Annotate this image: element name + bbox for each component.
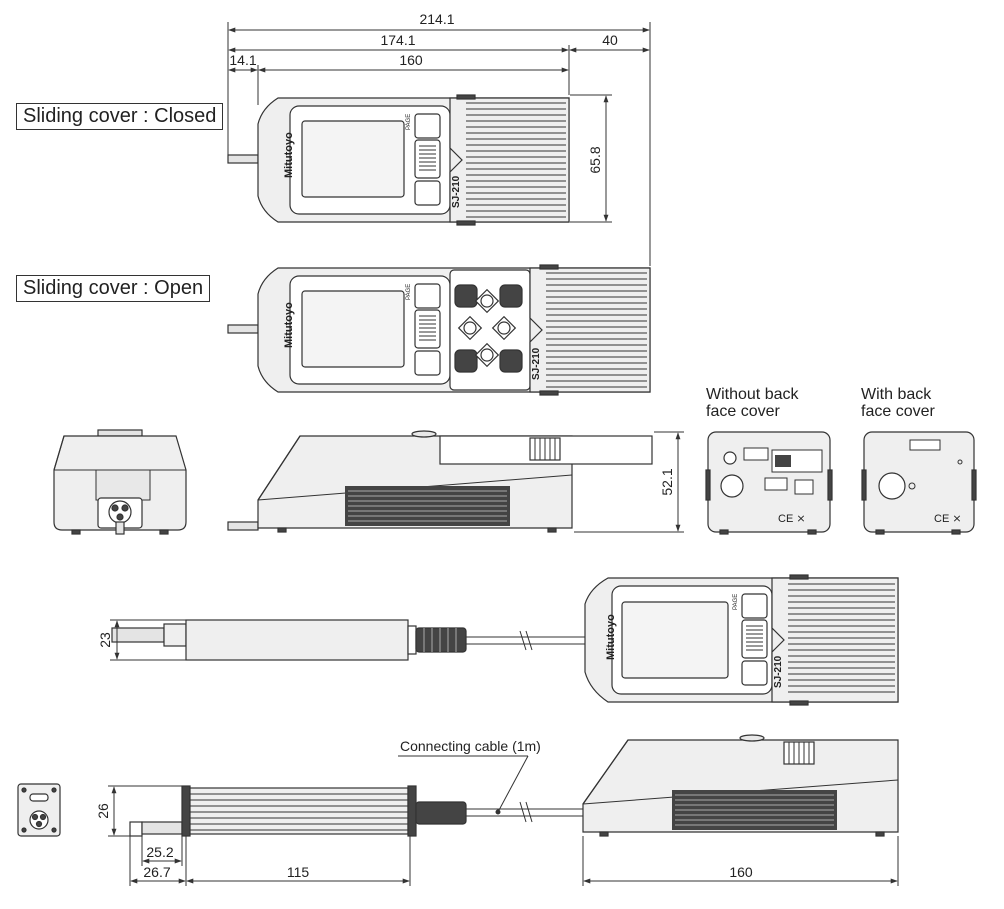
page-label-open: PAGE [406, 284, 412, 300]
dim-body-height-top: 65.8 [587, 146, 603, 173]
back-view-with-cover: CE ⨯ [861, 431, 977, 535]
dim-body-with-stylus: 174.1 [380, 32, 415, 48]
model-label-open: SJ-210 [531, 347, 542, 380]
dim-body-length: 160 [399, 52, 423, 68]
display-unit-side [582, 734, 899, 837]
top-view-open [227, 264, 651, 396]
caption-with-line2: face cover [861, 403, 935, 420]
top-view-closed [227, 94, 570, 226]
dim-overall-width: 214.1 [419, 11, 454, 27]
cable-leader [398, 755, 529, 815]
dim-stylus-tip-1: 25.2 [146, 844, 173, 860]
dim-drive-height-top: 23 [97, 632, 113, 648]
dim-cover-extension: 40 [602, 32, 618, 48]
back-view-without-cover: CE ⨯ [705, 431, 833, 535]
bottom-dimensions [108, 785, 899, 886]
drive-unit-end-view [17, 783, 61, 837]
label-sliding-cover-closed: Sliding cover : Closed [16, 103, 224, 130]
model-label-closed: SJ-210 [451, 175, 462, 208]
label-sliding-cover-open: Sliding cover : Open [16, 275, 211, 302]
page-label-closed: PAGE [406, 114, 412, 130]
dim-bottom-body-length: 160 [729, 864, 753, 880]
drive-unit-top [111, 619, 585, 661]
dim-height-top-lines [570, 94, 612, 223]
caption-without-back-cover: Without back face cover [706, 386, 798, 420]
caption-with-line1: With back [861, 386, 932, 403]
brand-logo-detached: Mitutoyo [605, 614, 617, 660]
dim-drive-length: 115 [287, 864, 310, 880]
dim-stylus-offset: 14.1 [229, 52, 256, 68]
dim-stylus-tip-2: 26.7 [143, 864, 170, 880]
svg-text:CE ⨯: CE ⨯ [934, 513, 962, 525]
model-label-detached: SJ-210 [773, 655, 784, 688]
top-dimensions [227, 22, 651, 266]
svg-text:CE ⨯: CE ⨯ [778, 513, 806, 525]
dim-drive-height-top-lines [110, 619, 186, 661]
drive-unit-side [129, 785, 585, 837]
dim-body-thickness: 52.1 [659, 468, 675, 495]
caption-without-line1: Without back [706, 386, 799, 403]
display-unit-top [584, 574, 899, 706]
brand-logo-closed: Mitutoyo [283, 132, 295, 178]
dim-drive-height-side: 26 [95, 803, 111, 819]
brand-logo-open: Mitutoyo [283, 302, 295, 348]
front-view [53, 429, 187, 535]
caption-without-line2: face cover [706, 403, 780, 420]
caption-with-back-cover: With back face cover [861, 386, 935, 420]
page-label-detached: PAGE [733, 594, 739, 610]
side-view [227, 430, 653, 533]
cable-label: Connecting cable (1m) [400, 738, 541, 754]
dim-thickness-lines [574, 431, 684, 533]
